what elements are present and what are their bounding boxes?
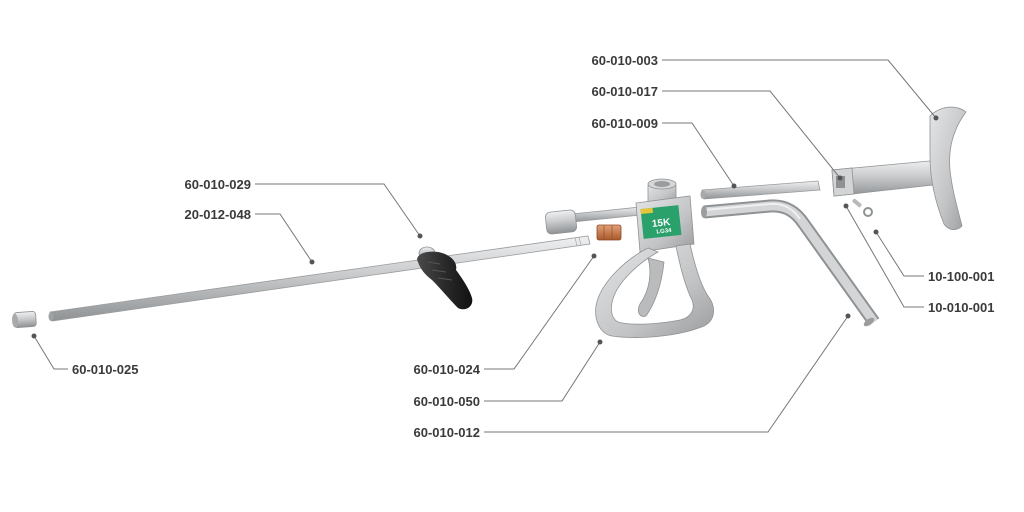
gun-label-small: LG34 <box>656 228 672 236</box>
end-cap-nut <box>11 311 37 328</box>
bent-tube <box>701 199 880 327</box>
brass-fitting <box>596 224 622 241</box>
part-label-20-012-048: 20-012-048 <box>185 207 252 222</box>
part-number-labels: 60-010-003 60-010-017 60-010-009 60-010-… <box>72 53 995 440</box>
part-label-10-010-001: 10-010-001 <box>928 300 995 315</box>
part-label-10-100-001: 10-100-001 <box>928 269 995 284</box>
small-screw-and-washer <box>852 198 873 217</box>
dispensing-gun-body: 15K LG34 <box>595 178 714 338</box>
part-label-60-010-050: 60-010-050 <box>414 394 481 409</box>
part-label-60-010-012: 60-010-012 <box>414 425 481 440</box>
part-label-60-010-029: 60-010-029 <box>185 177 252 192</box>
curved-handle-pad <box>929 106 967 230</box>
black-side-handle <box>417 246 473 310</box>
part-label-60-010-025: 60-010-025 <box>72 362 139 377</box>
leader-lines <box>31 59 939 433</box>
part-label-60-010-009: 60-010-009 <box>592 116 659 131</box>
part-label-60-010-003: 60-010-003 <box>592 53 659 68</box>
part-label-60-010-017: 60-010-017 <box>592 84 659 99</box>
t-handle-bracket <box>831 159 943 197</box>
plunger-rod <box>545 205 651 235</box>
long-extension-rod <box>48 235 591 322</box>
gun-label-big: 15K <box>651 217 671 230</box>
short-rod <box>700 180 821 200</box>
part-label-60-010-024: 60-010-024 <box>414 362 481 377</box>
